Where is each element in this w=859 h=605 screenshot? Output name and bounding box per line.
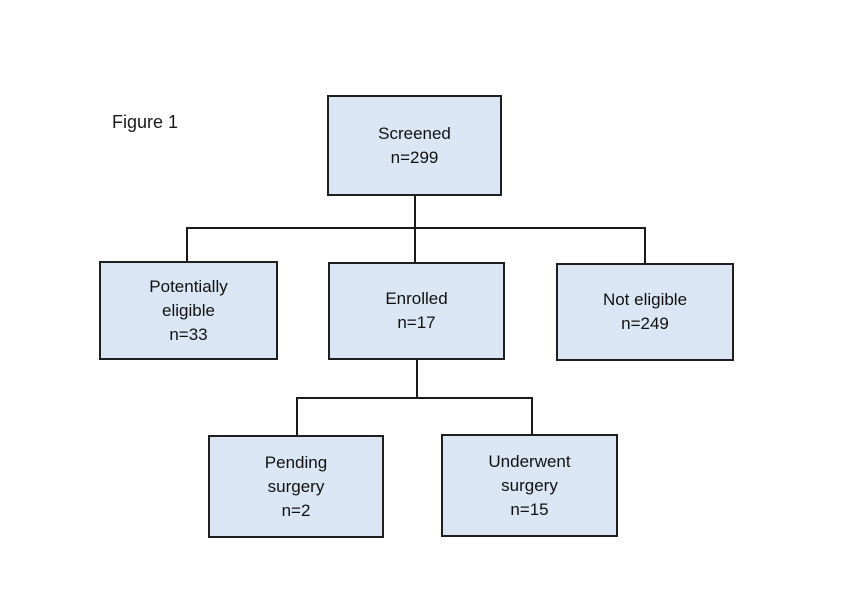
node-not-eligible-count: n=249 <box>621 314 669 333</box>
connector-top-horizontal <box>186 227 646 229</box>
node-potentially-eligible-count: n=33 <box>169 324 208 344</box>
connector-drop-noteligible <box>644 227 646 264</box>
node-screened-count: n=299 <box>390 147 439 167</box>
node-screened: Screened n=299 <box>327 95 502 196</box>
node-underwent-surgery: Underwent surgery n=15 <box>441 434 618 537</box>
node-enrolled-label: Enrolled <box>385 289 448 308</box>
connector-drop-underwent <box>531 397 533 435</box>
node-not-eligible: Not eligible n=249 <box>556 263 734 361</box>
node-pending-surgery-label-1: Pending <box>264 452 328 472</box>
node-underwent-surgery-label-1: Underwent <box>488 451 571 471</box>
node-potentially-eligible-label-2: eligible <box>162 300 215 320</box>
connector-enrolled-stem <box>416 360 418 399</box>
node-screened-label: Screened <box>378 123 451 143</box>
node-enrolled: Enrolled n=17 <box>328 262 505 360</box>
node-potentially-eligible-label-1: Potentially <box>149 276 228 296</box>
node-underwent-surgery-label-2: surgery <box>501 475 558 495</box>
connector-drop-potentially <box>186 227 188 262</box>
connector-bottom-horizontal <box>296 397 533 399</box>
connector-screened-stem <box>414 196 416 262</box>
node-underwent-surgery-count: n=15 <box>510 499 549 519</box>
node-pending-surgery-count: n=2 <box>281 500 311 520</box>
connector-drop-pending <box>296 397 298 436</box>
node-not-eligible-label: Not eligible <box>602 290 688 309</box>
node-pending-surgery-label-2: surgery <box>267 476 325 496</box>
node-enrolled-count: n=17 <box>397 313 436 332</box>
node-pending-surgery: Pending surgery n=2 <box>208 435 384 538</box>
figure-label: Figure 1 <box>112 112 179 132</box>
node-potentially-eligible: Potentially eligible n=33 <box>99 261 278 360</box>
